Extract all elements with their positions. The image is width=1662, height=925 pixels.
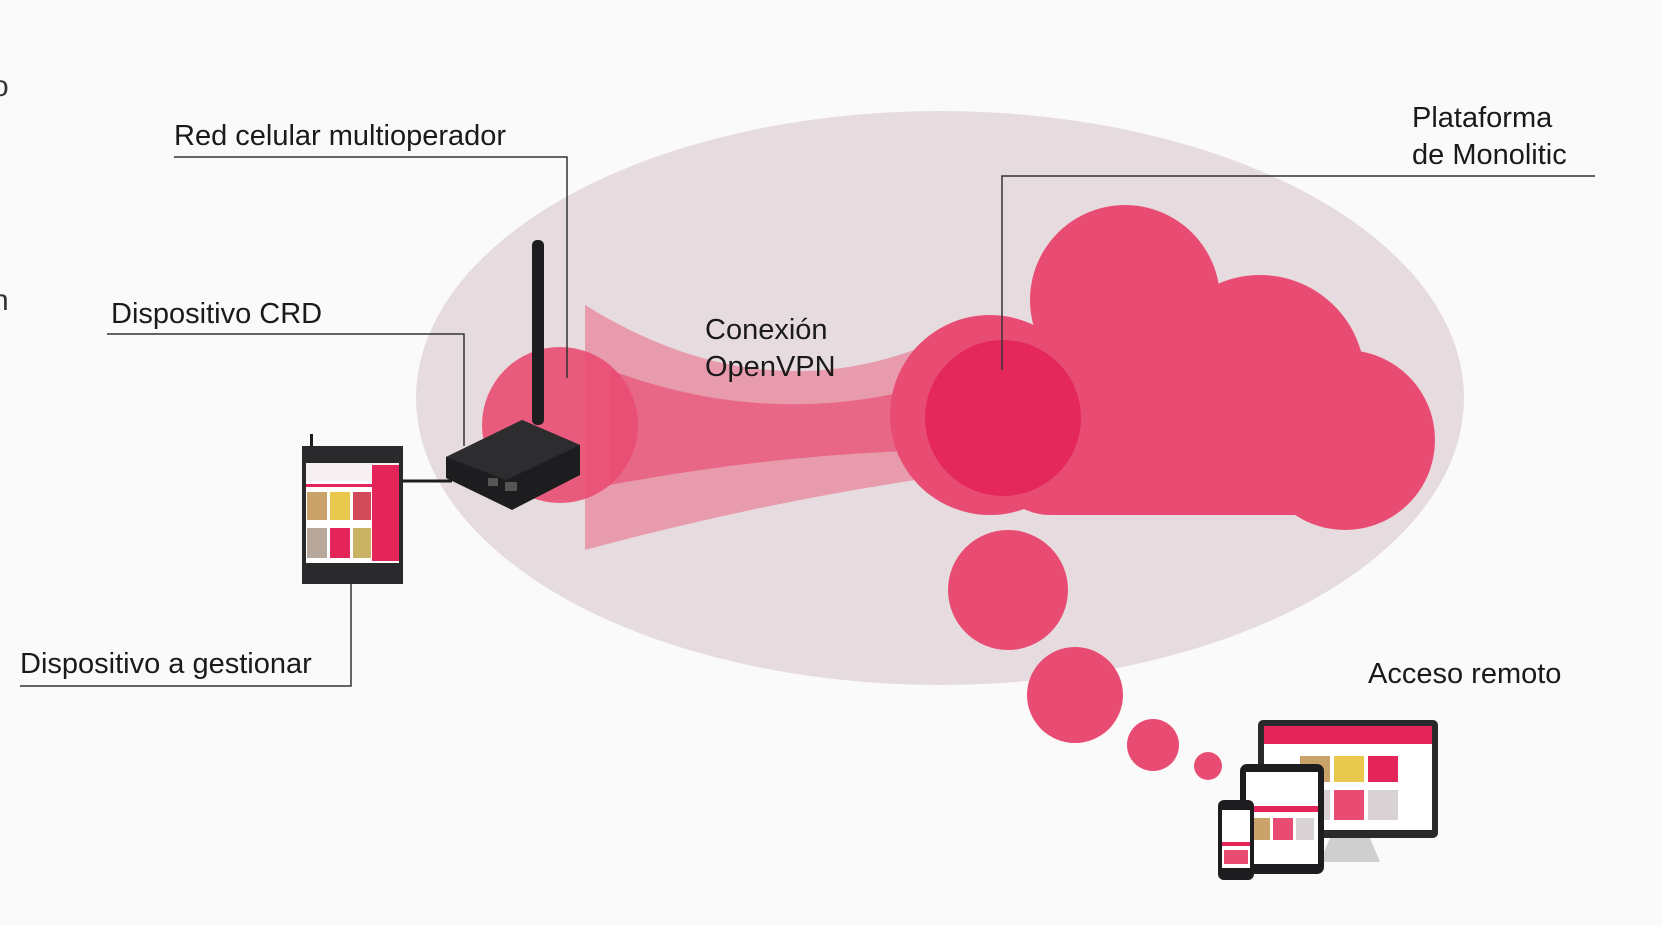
tablet-device-icon xyxy=(302,434,403,584)
label-dispositivo-gestionar: Dispositivo a gestionar xyxy=(20,648,312,680)
edge-fragment-top: o xyxy=(0,70,9,103)
bubble-4 xyxy=(1194,752,1222,780)
label-conexion-line1: Conexión xyxy=(705,314,828,346)
label-red-celular: Red celular multioperador xyxy=(174,120,507,152)
label-conexion-line2: OpenVPN xyxy=(705,351,836,383)
leader-dispositivo-gestionar xyxy=(20,584,352,687)
leader-red-celular xyxy=(174,156,568,378)
bubble-2 xyxy=(1027,647,1123,743)
router-device-icon xyxy=(446,240,580,510)
vpn-tunnel-core xyxy=(610,370,930,485)
leader-lines xyxy=(20,156,1595,687)
bubble-3 xyxy=(1127,719,1179,771)
label-conexion: Conexión OpenVPN xyxy=(705,312,836,386)
leader-dispositivo-crd xyxy=(107,333,465,446)
label-dispositivo-crd: Dispositivo CRD xyxy=(111,298,323,330)
label-plataforma-line2: de Monolitic xyxy=(1412,139,1567,171)
cloud-icon xyxy=(890,205,1435,530)
label-plataforma-line1: Plataforma xyxy=(1412,102,1553,134)
bubble-1 xyxy=(948,530,1068,650)
multi-device-icon xyxy=(1218,720,1438,880)
leader-plataforma xyxy=(1001,175,1595,370)
edge-fragment-middle: n xyxy=(0,284,9,317)
label-acceso-remoto: Acceso remoto xyxy=(1368,658,1562,690)
label-plataforma: Plataforma de Monolitic xyxy=(1412,100,1567,174)
